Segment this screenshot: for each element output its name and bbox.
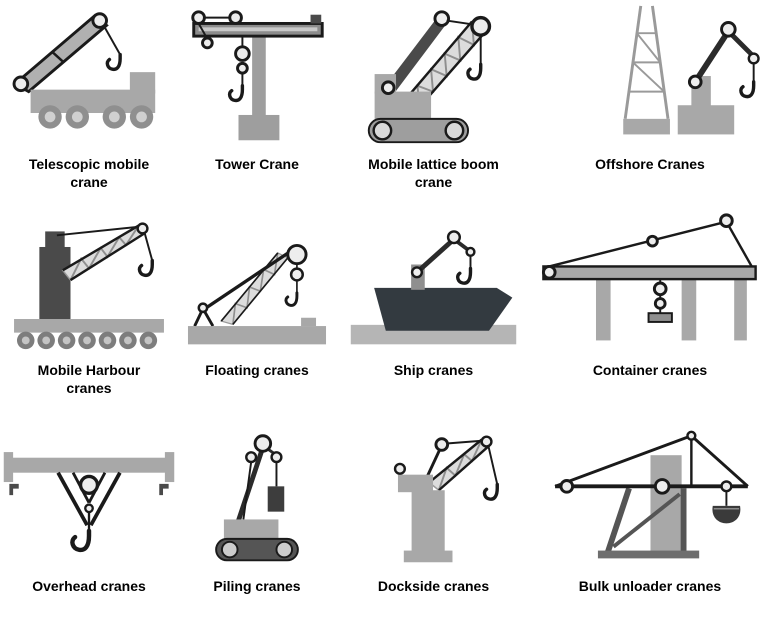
dockside-cranes-illustration	[393, 435, 499, 563]
crane-label: Floating cranes	[205, 362, 309, 378]
crane-label: Mobile lattice boom crane	[368, 156, 499, 191]
crane-label: Overhead cranes	[32, 578, 146, 594]
overhead-cranes-illustration	[3, 452, 175, 572]
crane-label: Container cranes	[592, 362, 708, 378]
telescopic-mobile-crane-illustration	[12, 12, 156, 129]
crane-cell-offshore: Offshore Cranes	[531, 0, 769, 200]
crane-cell-bulk-unloader: Bulk unloader cranes	[531, 410, 769, 621]
offshore-cranes-illustration	[623, 5, 760, 135]
crane-cell-mobile-lattice-boom: Mobile lattice boom crane	[336, 0, 531, 200]
crane-cell-piling: Piling cranes	[178, 410, 336, 621]
crane-label: Piling cranes	[213, 578, 301, 594]
crane-cell-overhead: Overhead cranes	[0, 410, 178, 621]
crane-cell-container: Container cranes	[531, 200, 769, 410]
bulk-unloader-cranes-illustration	[554, 430, 749, 559]
tower-crane-illustration	[191, 10, 324, 141]
crane-cell-ship: Ship cranes	[336, 200, 531, 410]
ship-cranes-illustration	[350, 230, 517, 345]
mobile-lattice-boom-crane-illustration	[367, 10, 492, 144]
crane-label: Mobile Harbour cranes	[37, 362, 141, 397]
mobile-harbour-cranes-illustration	[14, 222, 164, 350]
crane-cell-dockside: Dockside cranes	[336, 410, 531, 621]
crane-cell-mobile-harbour: Mobile Harbour cranes	[0, 200, 178, 410]
crane-label: Tower Crane	[215, 156, 299, 172]
crane-label: Offshore Cranes	[595, 156, 705, 172]
crane-label: Ship cranes	[393, 362, 474, 378]
crane-label: Telescopic mobile crane	[28, 156, 150, 191]
container-cranes-illustration	[541, 213, 757, 341]
crane-cell-floating: Floating cranes	[178, 200, 336, 410]
crane-label: Bulk unloader cranes	[578, 578, 722, 594]
crane-cell-tower: Tower Crane	[178, 0, 336, 200]
floating-cranes-illustration	[187, 243, 327, 345]
piling-cranes-illustration	[215, 434, 299, 562]
crane-label: Dockside cranes	[377, 578, 490, 594]
crane-cell-telescopic-mobile: Telescopic mobile crane	[0, 0, 178, 200]
